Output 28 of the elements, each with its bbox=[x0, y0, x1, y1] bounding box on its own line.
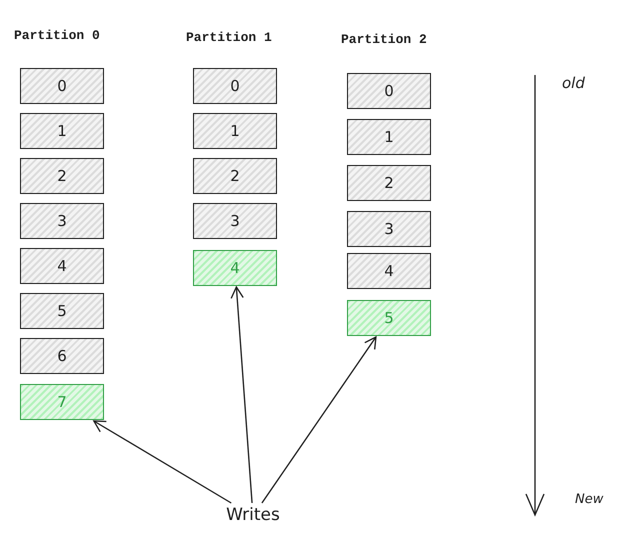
log-entry: 3 bbox=[193, 203, 277, 239]
log-entry: 3 bbox=[347, 211, 431, 247]
axis-label: New bbox=[575, 491, 604, 509]
log-entry: 7 bbox=[20, 384, 104, 420]
column-heading: Partition 0 bbox=[14, 27, 100, 45]
log-entry: 0 bbox=[20, 68, 104, 104]
log-entry: 1 bbox=[193, 113, 277, 149]
column-heading: Partition 1 bbox=[186, 29, 272, 47]
arrow bbox=[93, 420, 232, 504]
log-entry: 4 bbox=[193, 250, 277, 286]
axis-label: old bbox=[562, 73, 585, 94]
log-entry: 2 bbox=[193, 158, 277, 194]
log-entry: 2 bbox=[20, 158, 104, 194]
log-entry: 0 bbox=[347, 73, 431, 109]
column-heading: Partition 2 bbox=[341, 31, 427, 49]
log-entry: 0 bbox=[193, 68, 277, 104]
source-label: Writes bbox=[218, 504, 288, 528]
log-entry: 3 bbox=[20, 203, 104, 239]
log-entry: 1 bbox=[20, 113, 104, 149]
log-entry: 2 bbox=[347, 165, 431, 201]
log-entry: 4 bbox=[20, 248, 104, 284]
arrow bbox=[261, 336, 377, 504]
log-entry: 1 bbox=[347, 119, 431, 155]
arrow bbox=[230, 286, 253, 504]
log-entry: 5 bbox=[20, 293, 104, 329]
log-entry: 5 bbox=[347, 300, 431, 336]
log-entry: 4 bbox=[347, 253, 431, 289]
log-entry: 6 bbox=[20, 338, 104, 374]
